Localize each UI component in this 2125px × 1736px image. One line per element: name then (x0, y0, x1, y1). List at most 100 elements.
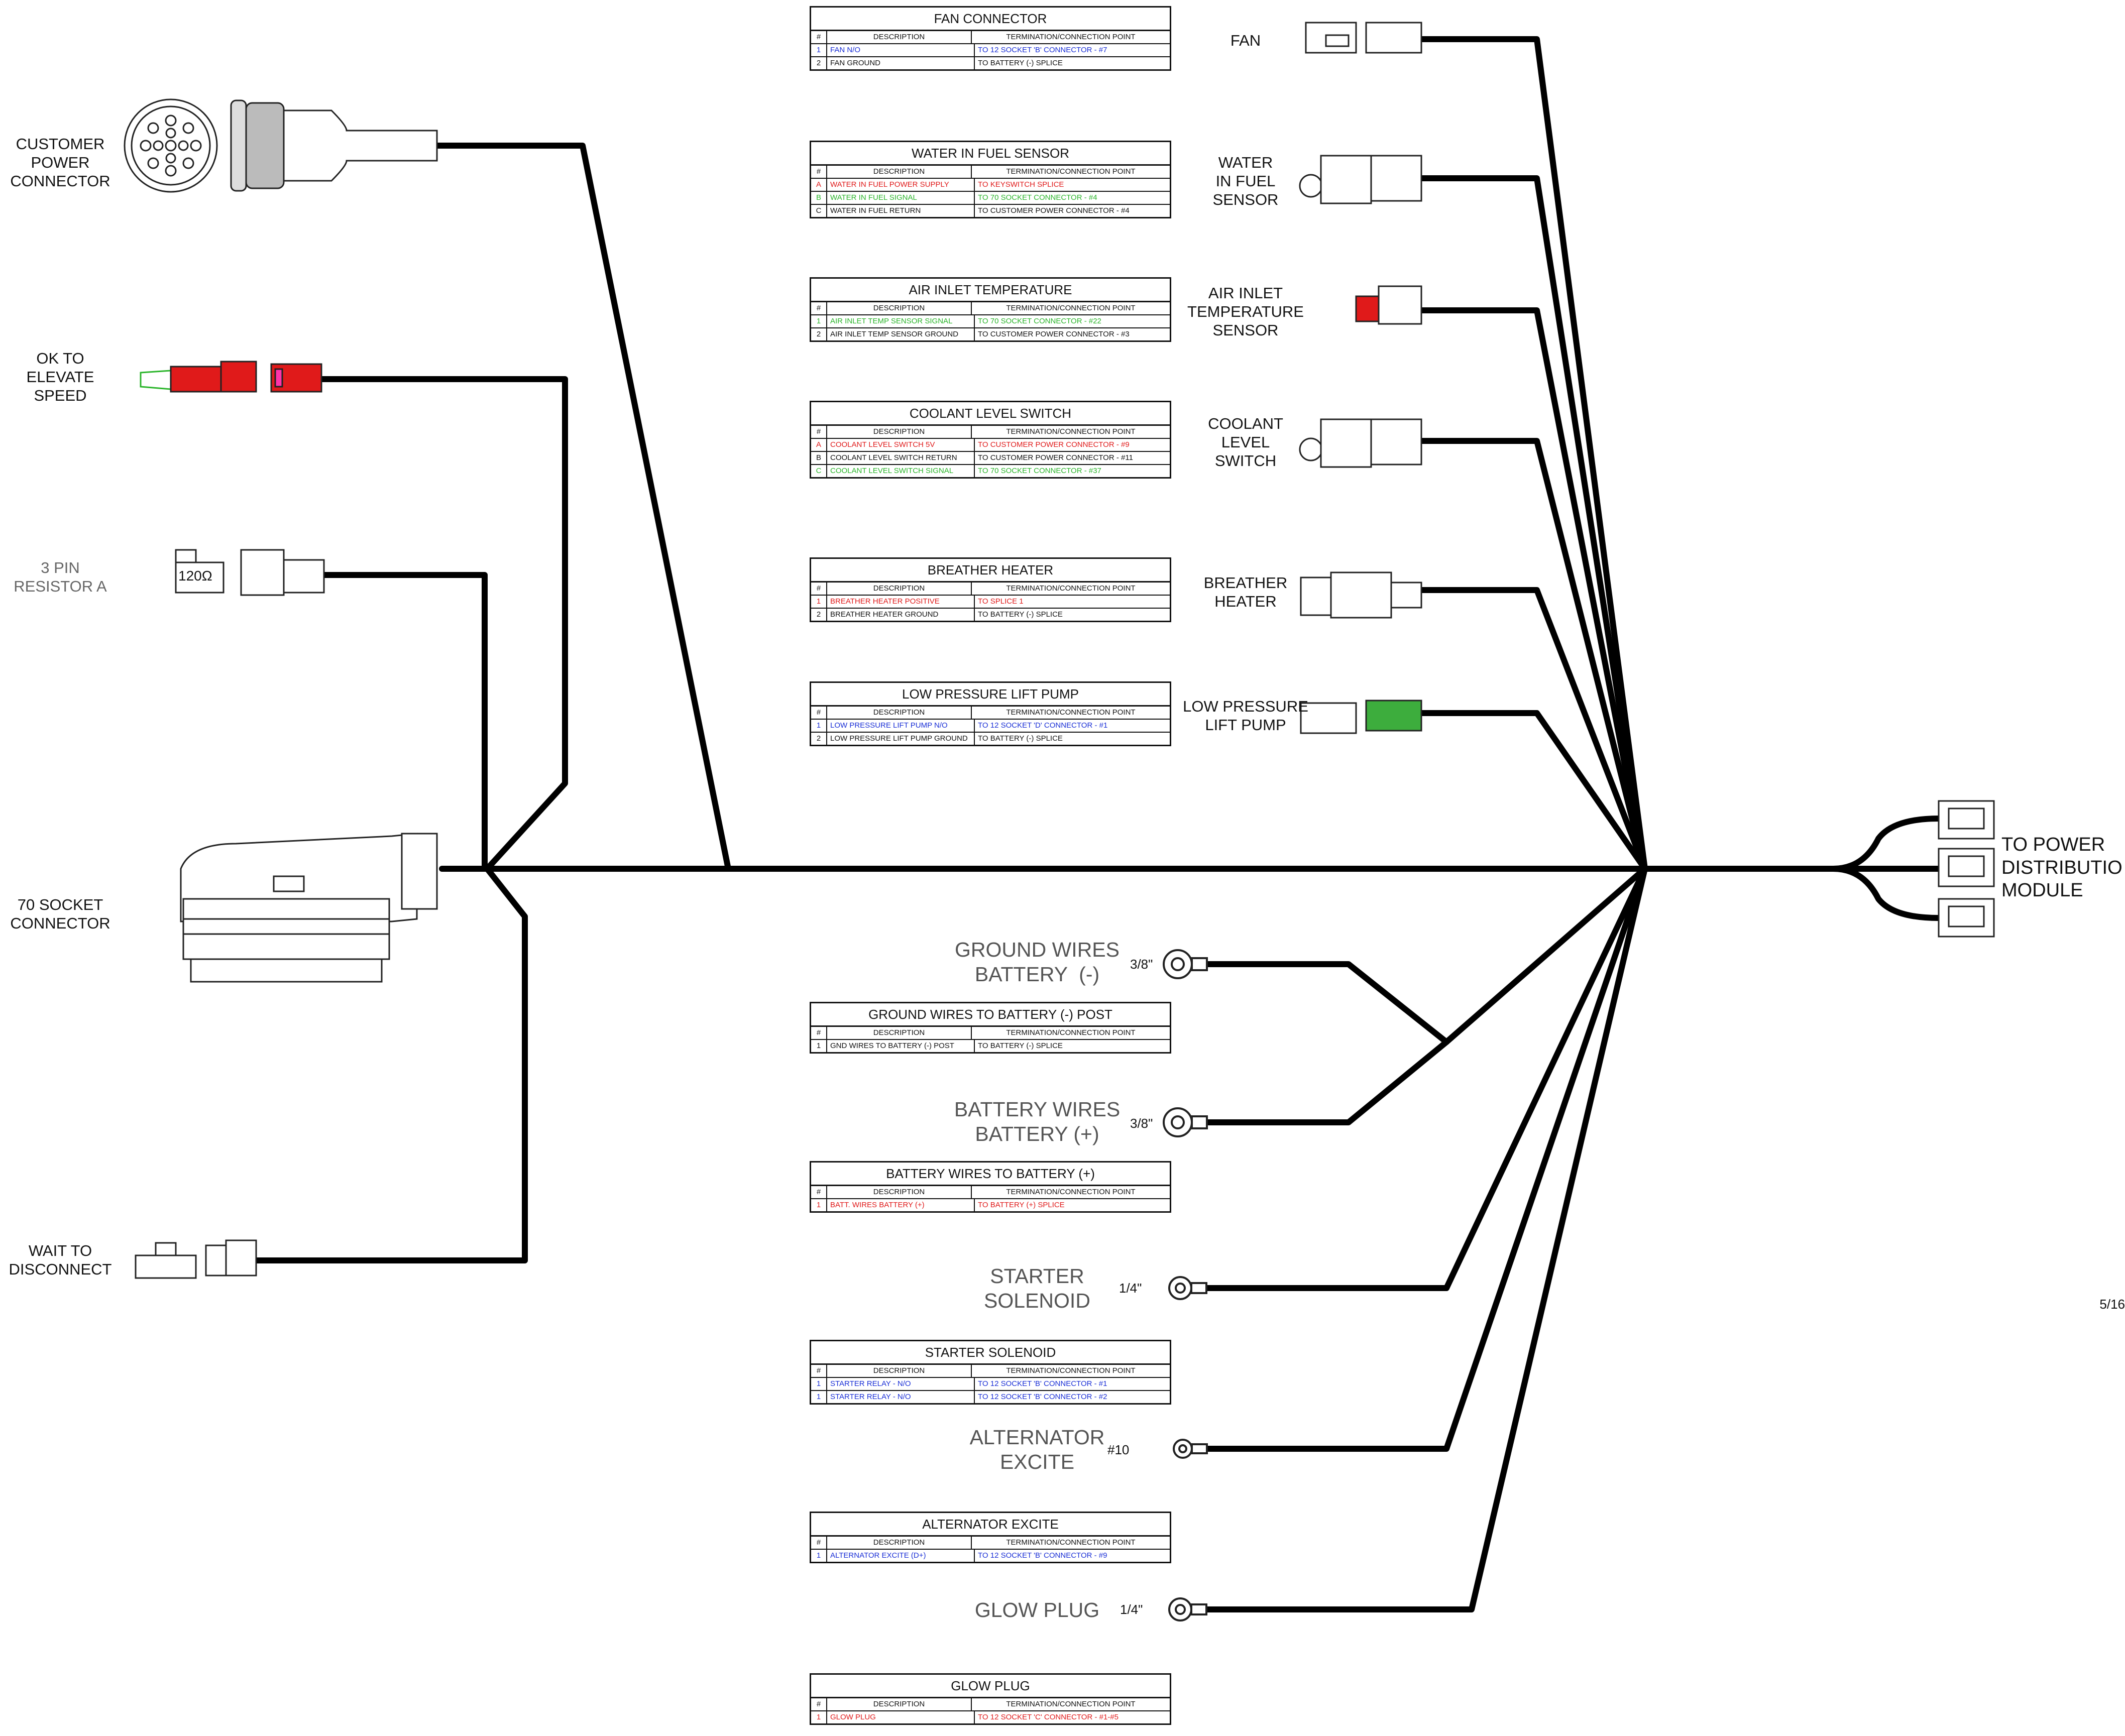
header-num: # (811, 1365, 827, 1377)
cell-num: 1 (811, 720, 827, 732)
customer-power-connector-icon (124, 98, 438, 193)
alternator-wire (1200, 866, 1648, 1452)
cell-description: STARTER RELAY - N/O (827, 1391, 975, 1403)
cell-num: 1 (811, 1378, 827, 1390)
header-termination: TERMINATION/CONNECTION POINT (1006, 167, 1136, 176)
label-battery-wires: BATTERY WIRES BATTERY (+) (954, 1098, 1121, 1146)
fan-wire (1418, 36, 1648, 872)
cell-description: COOLANT LEVEL SWITCH RETURN (827, 452, 975, 464)
water-in-fuel-wire (1418, 175, 1648, 872)
cell-termination: TO 12 SOCKET 'B' CONNECTOR - #9 (978, 1551, 1107, 1560)
ring-size-battery: 3/8" (1130, 1116, 1153, 1131)
cell-description: FAN N/O (827, 44, 975, 56)
cell-num: 1 (811, 44, 827, 56)
table-title: FAN CONNECTOR (811, 8, 1170, 31)
wait-to-disconnect-connector-icon (135, 1239, 257, 1279)
cell-termination: TO 12 SOCKET 'D' CONNECTOR - #1 (978, 721, 1108, 730)
header-termination: TERMINATION/CONNECTION POINT (1006, 1028, 1136, 1037)
label-coolant: COOLANT LEVEL SWITCH (1208, 415, 1283, 470)
label-lift-pump: LOW PRESSURE LIFT PUMP (1183, 698, 1308, 734)
header-description: DESCRIPTION (827, 1365, 972, 1377)
cell-termination: TO CUSTOMER POWER CONNECTOR - #9 (978, 440, 1130, 449)
cell-description: AIR INLET TEMP SENSOR SIGNAL (827, 315, 975, 327)
cell-num: 2 (811, 609, 827, 621)
cell-description: ALTERNATOR EXCITE (D+) (827, 1550, 975, 1562)
header-description: DESCRIPTION (827, 302, 972, 314)
wait-to-disconnect-wire (253, 866, 528, 1263)
table-header-row: #DESCRIPTION TERMINATION/CONNECTION POINT (811, 583, 1170, 596)
cell-termination: TO CUSTOMER POWER CONNECTOR - #3 (978, 330, 1130, 338)
table-title: LOW PRESSURE LIFT PUMP (811, 683, 1170, 707)
cell-num: B (811, 192, 827, 204)
cell-description: BREATHER HEATER GROUND (827, 609, 975, 621)
table-title: BATTERY WIRES TO BATTERY (+) (811, 1163, 1170, 1186)
cell-termination: TO 12 SOCKET 'B' CONNECTOR - #2 (978, 1393, 1107, 1401)
label-alternator: ALTERNATOR EXCITE (969, 1426, 1105, 1474)
cell-num: A (811, 179, 827, 191)
table-title: ALTERNATOR EXCITE (811, 1513, 1170, 1537)
table-title: WATER IN FUEL SENSOR (811, 142, 1170, 166)
lift-pump-wire (1418, 710, 1648, 872)
cell-termination: TO 12 SOCKET 'B' CONNECTOR - #1 (978, 1379, 1107, 1388)
air-inlet-connector-icon (1355, 285, 1422, 325)
cell-termination: TO KEYSWITCH SPLICE (978, 180, 1064, 189)
power-dist-connectors-icon (1938, 800, 1995, 938)
label-breather: BREATHER HEATER (1203, 574, 1288, 611)
table-title: STARTER SOLENOID (811, 1341, 1170, 1365)
table-header-row: #DESCRIPTION TERMINATION/CONNECTION POINT (811, 1365, 1170, 1378)
header-num: # (811, 1027, 827, 1039)
header-num: # (811, 583, 827, 595)
label-ground-wires: GROUND WIRES BATTERY (-) (955, 938, 1120, 986)
coolant-wire (1418, 438, 1648, 872)
resistor-value-label: 120Ω (178, 568, 212, 584)
header-description: DESCRIPTION (827, 583, 972, 595)
header-num: # (811, 707, 827, 719)
header-termination: TERMINATION/CONNECTION POINT (1006, 1366, 1136, 1375)
cell-description: WATER IN FUEL RETURN (827, 205, 975, 217)
table-title: GLOW PLUG (811, 1675, 1170, 1698)
cell-termination: TO 12 SOCKET 'C' CONNECTOR - #1-#5 (978, 1713, 1119, 1721)
header-description: DESCRIPTION (827, 1698, 972, 1710)
header-termination: TERMINATION/CONNECTION POINT (1006, 584, 1136, 593)
header-num: # (811, 302, 827, 314)
header-termination: TERMINATION/CONNECTION POINT (1006, 1538, 1136, 1547)
cell-termination: TO BATTERY (-) SPLICE (978, 1041, 1063, 1050)
header-termination: TERMINATION/CONNECTION POINT (1006, 304, 1136, 312)
cell-termination: TO 70 SOCKET CONNECTOR - #22 (978, 317, 1101, 325)
coolant-connector-icon (1299, 418, 1422, 468)
label-water-in-fuel: WATER IN FUEL SENSOR (1212, 154, 1279, 209)
header-description: DESCRIPTION (827, 1027, 972, 1039)
label-wait-to-disconnect: WAIT TO DISCONNECT (9, 1242, 112, 1279)
power-dist-wire-bottom (1830, 866, 1942, 921)
cell-description: AIR INLET TEMP SENSOR GROUND (827, 328, 975, 340)
cell-termination: TO 70 SOCKET CONNECTOR - #4 (978, 193, 1097, 202)
header-num: # (811, 426, 827, 438)
fan-connector-icon (1305, 22, 1422, 54)
table-title: AIR INLET TEMPERATURE (811, 279, 1170, 302)
cell-description: BATT. WIRES BATTERY (+) (827, 1199, 975, 1211)
cell-num: 2 (811, 733, 827, 745)
header-termination: TERMINATION/CONNECTION POINT (1006, 1188, 1136, 1196)
